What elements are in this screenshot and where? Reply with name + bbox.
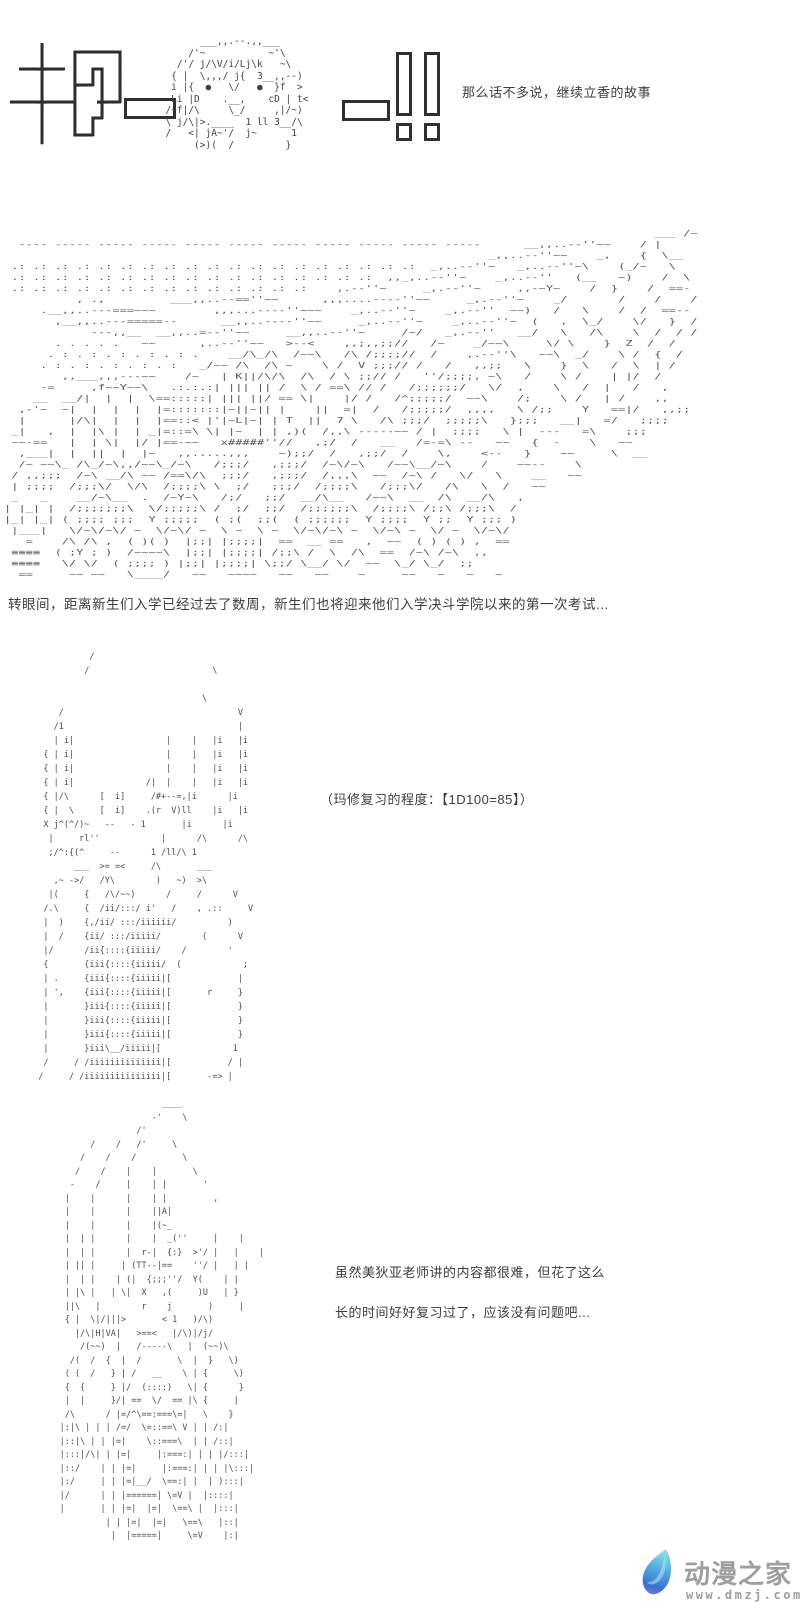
exclamation-dot <box>396 123 412 141</box>
exclamation-mark <box>424 52 440 141</box>
ritsuka-aa: ____ -' \ /' / / /' \ / / / \ / / | | \ … <box>59 1099 265 1541</box>
dmzj-logo-icon <box>642 1549 672 1595</box>
exclamation-bar <box>424 52 440 116</box>
kita-banner: ┃ ━━╋━━ ┃ ━━━╋━━━ ┃ ┃ ┏━━━━┓ ┃ ┏┓ ┃ ┣━┛┃… <box>8 34 458 204</box>
caption-intro: 那么话不多说，继续立香的故事 <box>462 85 652 100</box>
kita-exclamations <box>396 52 440 141</box>
study-caption-line1: 虽然美狄亚老师讲的内容都很难，但花了这么 <box>335 1265 606 1280</box>
study-caption-line2: 长的时间好好复习过了，应该没有问题吧... <box>335 1305 591 1320</box>
kita-glyph-ki: ┃ ━━╋━━ ┃ ━━━╋━━━ ┃ ┃ <box>10 43 74 144</box>
site-name: 动漫之家 <box>684 1559 793 1589</box>
kita-dash-left <box>124 98 176 119</box>
dmzj-watermark: 动漫之家 www.dmzj.com <box>612 1540 800 1610</box>
exclamation-dot <box>424 123 440 141</box>
ritsuka-face-aa: ___,,.--.,,___ /'~ ~'\ /'/ j/\V/i/Lj\k ~… <box>165 36 309 151</box>
mash-aa: / / \ \ / V /1 | | i| | | | <box>38 652 254 1082</box>
academy-scene-aa: ___ /~ ---- ----- ----- ----- ----- ----… <box>4 229 698 579</box>
exclamation-bar <box>396 52 412 116</box>
kita-glyph-ta: ┏━━━━┓ ┃ ┏┓ ┃ ┣━┛┃ ┃ ┃ ╋━┛ ┃ ┏┛ ┗━┛ <box>70 43 125 144</box>
exclamation-mark <box>396 52 412 141</box>
kita-dash-right <box>342 100 390 121</box>
site-url: www.dmzj.com <box>686 1588 800 1602</box>
narration-text: 转眼间，距离新生们入学已经过去了数周，新生们也将迎来他们入学决斗学院以来的第一次… <box>8 597 609 612</box>
mash-roll-caption: （玛修复习的程度：【1D100=85】） <box>320 792 534 807</box>
